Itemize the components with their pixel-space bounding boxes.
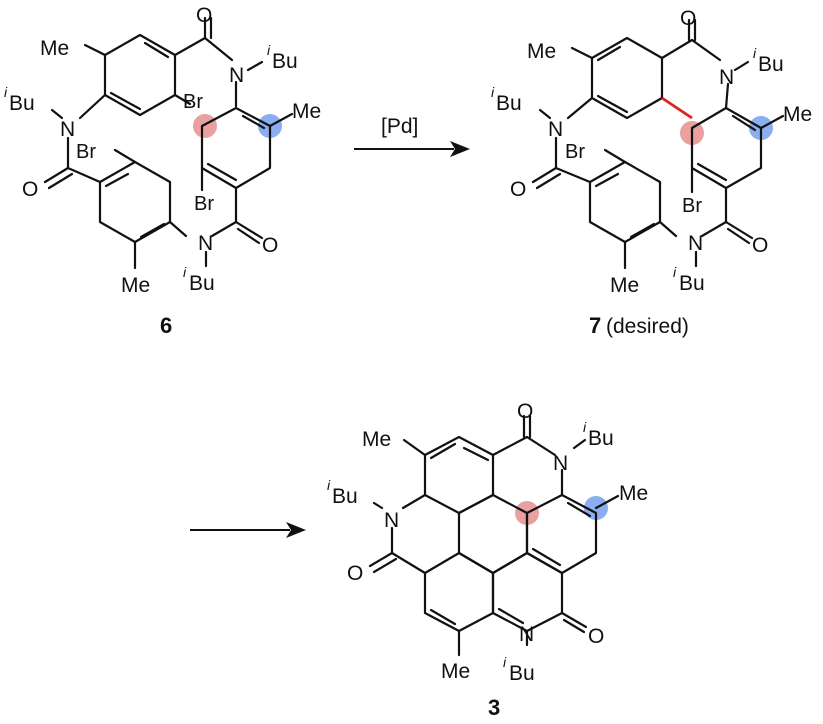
- oxygen-label: O: [510, 178, 526, 201]
- oxygen-label: O: [196, 4, 212, 27]
- me-label: Me: [610, 274, 639, 297]
- reagent-label: [Pd]: [381, 115, 418, 138]
- bromine-label: Br: [194, 193, 214, 215]
- core-ring-right: [525, 493, 598, 575]
- oxygen-label: O: [517, 400, 533, 423]
- core-ring-top: [423, 435, 495, 515]
- isobutyl-prefix: i: [327, 477, 331, 493]
- ring-6-right: [200, 106, 272, 190]
- compound-7-number: 7: [589, 313, 601, 338]
- butyl-label: Bu: [509, 662, 535, 685]
- oxygen-label: O: [22, 178, 38, 201]
- me-label: Me: [292, 100, 321, 123]
- ring-6-upper: [103, 33, 177, 117]
- bromine-label: Br: [183, 91, 203, 113]
- nitrogen-label: N: [198, 232, 213, 255]
- nitrogen-label: N: [719, 66, 734, 89]
- me-label: Me: [40, 37, 69, 60]
- core-ring-bottom: [491, 551, 564, 633]
- isobutyl-prefix: i: [267, 42, 271, 58]
- bromine-label: Br: [76, 141, 96, 163]
- butyl-label: Bu: [332, 485, 358, 508]
- ring-6-lower: [98, 160, 172, 244]
- reaction-arrow-2: [190, 522, 306, 538]
- compound-6-number: 6: [160, 313, 172, 338]
- nitrogen-label: N: [548, 118, 563, 141]
- compound-7-structure: Me O N i Bu Me i Bu N Br O Br O N i Bu M…: [491, 7, 812, 297]
- me-label: Me: [619, 482, 648, 505]
- me-label: Me: [783, 103, 812, 126]
- compound-3-structure: Me O N i Bu Me i Bu N O O N i Bu Me: [327, 400, 648, 685]
- nitrogen-label: N: [384, 509, 399, 532]
- oxygen-label: O: [588, 625, 604, 648]
- me-label: Me: [121, 274, 150, 297]
- butyl-label: Bu: [496, 92, 522, 115]
- nitrogen-label: N: [229, 64, 244, 87]
- butyl-label: Bu: [758, 53, 784, 76]
- oxygen-label: O: [680, 7, 696, 30]
- highlight-pink-6: [193, 114, 217, 138]
- compound-6-structure: Me O N i Bu Br Me i Bu N Br O Br O N i B…: [4, 4, 321, 297]
- isobutyl-prefix: i: [4, 84, 8, 100]
- isobutyl-prefix: i: [583, 419, 587, 435]
- compound-7-note: (desired): [606, 315, 689, 338]
- butyl-label: Bu: [9, 92, 35, 115]
- butyl-label: Bu: [588, 427, 614, 450]
- isobutyl-prefix: i: [183, 264, 187, 280]
- isobutyl-prefix: i: [673, 264, 677, 280]
- ring-7-upper: [590, 36, 664, 120]
- oxygen-label: O: [262, 234, 278, 257]
- isobutyl-prefix: i: [491, 84, 495, 100]
- nitrogen-label: N: [688, 232, 703, 255]
- butyl-label: Bu: [189, 272, 215, 295]
- butyl-label: Bu: [272, 50, 298, 73]
- compound-3-number: 3: [488, 695, 500, 720]
- nitrogen-label: N: [60, 118, 75, 141]
- ring-7-right: [690, 106, 763, 190]
- me-label: Me: [527, 40, 556, 63]
- bromine-label: Br: [682, 195, 702, 217]
- isobutyl-prefix: i: [503, 654, 507, 670]
- nitrogen-label: N: [553, 452, 568, 475]
- reaction-arrow-pd: [354, 141, 470, 157]
- core-ring-lower-left: [423, 551, 495, 633]
- nitrogen-label: N: [519, 623, 534, 646]
- oxygen-label: O: [752, 234, 768, 257]
- butyl-label: Bu: [679, 272, 705, 295]
- oxygen-label: O: [347, 562, 363, 585]
- me-label: Me: [441, 660, 470, 683]
- bromine-label: Br: [565, 141, 585, 163]
- me-label: Me: [362, 428, 391, 451]
- isobutyl-prefix: i: [753, 45, 757, 61]
- ring-7-lower: [588, 160, 662, 244]
